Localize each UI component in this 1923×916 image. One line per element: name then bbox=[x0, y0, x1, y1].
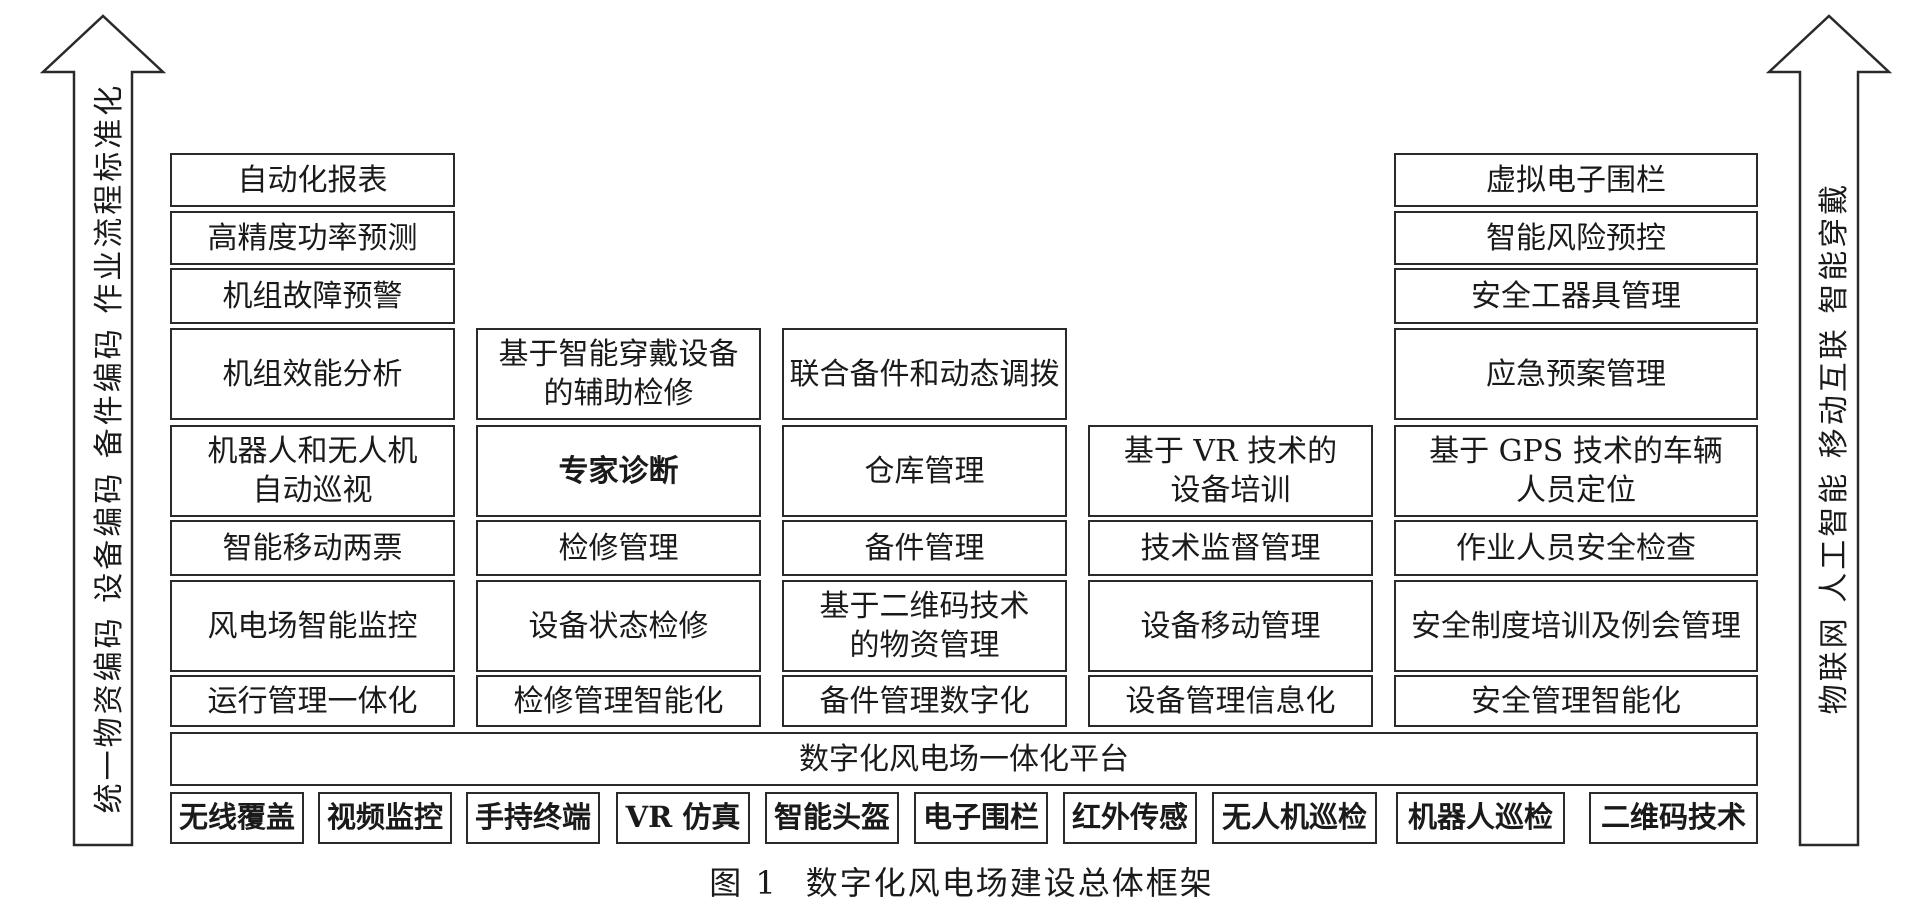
col-operation-item-1: 运行管理一体化 bbox=[170, 675, 455, 727]
col-maintenance-item-5: 基于智能穿戴设备 的辅助检修 bbox=[476, 328, 761, 420]
caption-title: 数字化风电场建设总体框架 bbox=[805, 864, 1214, 902]
col-operation-item-3: 智能移动两票 bbox=[170, 520, 455, 576]
col-spares-item-5: 联合备件和动态调拨 bbox=[782, 328, 1067, 420]
col-maintenance-item-3: 检修管理 bbox=[476, 520, 761, 576]
col-spares-item-3: 备件管理 bbox=[782, 520, 1067, 576]
col-maintenance-item-4: 专家诊断 bbox=[476, 425, 761, 517]
col-safety-item-6: 安全工器具管理 bbox=[1394, 268, 1758, 324]
caption-number: 图 1 bbox=[709, 864, 778, 902]
tech-item-3: 手持终端 bbox=[466, 792, 600, 844]
tech-item-2: 视频监控 bbox=[318, 792, 452, 844]
tech-item-4: VR 仿真 bbox=[616, 792, 750, 844]
tech-item-8: 无人机巡检 bbox=[1212, 792, 1377, 844]
left-up-arrow bbox=[39, 14, 167, 847]
tech-item-5: 智能头盔 bbox=[765, 792, 899, 844]
figure-caption: 图 1 数字化风电场建设总体框架 bbox=[0, 858, 1923, 904]
tech-item-9: 机器人巡检 bbox=[1396, 792, 1565, 844]
col-spares-item-1: 备件管理数字化 bbox=[782, 675, 1067, 727]
col-operation-item-5: 机组效能分析 bbox=[170, 328, 455, 420]
col-safety-item-4: 基于 GPS 技术的车辆 人员定位 bbox=[1394, 425, 1758, 517]
col-operation-item-7: 高精度功率预测 bbox=[170, 211, 455, 265]
col-safety-item-7: 智能风险预控 bbox=[1394, 211, 1758, 265]
col-maintenance-item-1: 检修管理智能化 bbox=[476, 675, 761, 727]
col-safety-item-3: 作业人员安全检查 bbox=[1394, 520, 1758, 576]
col-operation-item-6: 机组故障预警 bbox=[170, 268, 455, 324]
col-equipment-item-4: 基于 VR 技术的 设备培训 bbox=[1088, 425, 1373, 517]
tech-item-6: 电子围栏 bbox=[914, 792, 1048, 844]
col-maintenance-item-2: 设备状态检修 bbox=[476, 580, 761, 672]
col-safety-item-5: 应急预案管理 bbox=[1394, 328, 1758, 420]
left-arrow-label: 统一物资编码 设备编码 备件编码 作业流程标准化 bbox=[92, 82, 127, 814]
col-equipment-item-2: 设备移动管理 bbox=[1088, 580, 1373, 672]
col-safety-item-8: 虚拟电子围栏 bbox=[1394, 153, 1758, 207]
tech-item-7: 红外传感 bbox=[1063, 792, 1197, 844]
col-equipment-item-3: 技术监督管理 bbox=[1088, 520, 1373, 576]
tech-item-1: 无线覆盖 bbox=[170, 792, 304, 844]
col-operation-item-8: 自动化报表 bbox=[170, 153, 455, 207]
right-up-arrow bbox=[1765, 14, 1893, 847]
col-spares-item-2: 基于二维码技术 的物资管理 bbox=[782, 580, 1067, 672]
col-operation-item-2: 风电场智能监控 bbox=[170, 580, 455, 672]
col-operation-item-4: 机器人和无人机 自动巡视 bbox=[170, 425, 455, 517]
col-spares-item-4: 仓库管理 bbox=[782, 425, 1067, 517]
col-safety-item-2: 安全制度培训及例会管理 bbox=[1394, 580, 1758, 672]
right-arrow-label: 物联网 人工智能 移动互联 智能穿戴 bbox=[1817, 181, 1852, 715]
col-equipment-item-1: 设备管理信息化 bbox=[1088, 675, 1373, 727]
platform-bar: 数字化风电场一体化平台 bbox=[170, 732, 1758, 786]
col-safety-item-1: 安全管理智能化 bbox=[1394, 675, 1758, 727]
tech-item-10: 二维码技术 bbox=[1589, 792, 1758, 844]
